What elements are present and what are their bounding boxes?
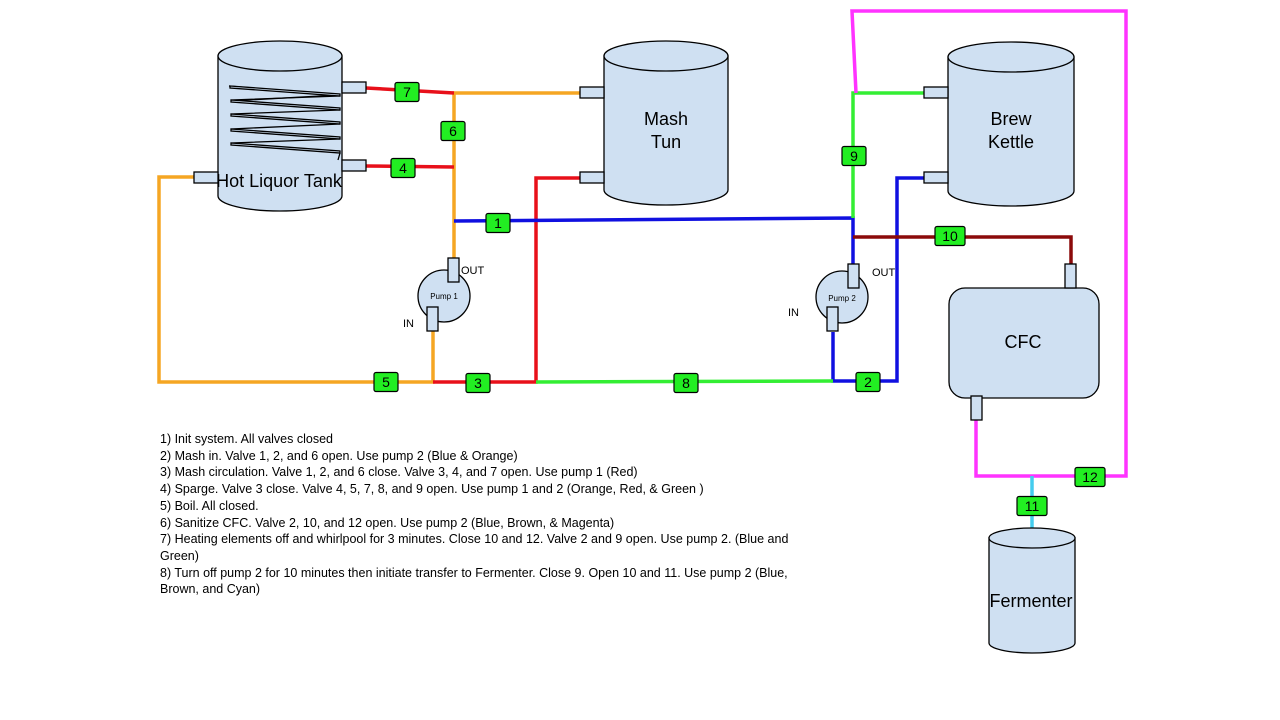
valve-2[interactable]: 2 — [855, 371, 881, 393]
pump2-in-label: IN — [788, 307, 799, 319]
fermenter — [988, 527, 1076, 654]
pipe-orange-hlt-loop — [157, 175, 435, 384]
fermenter-label: Fermenter — [989, 591, 1072, 611]
valve-body[interactable] — [394, 81, 420, 103]
instruction-list: 1) Init system. All valves closed 2) Mas… — [160, 431, 800, 598]
pump1-out-fitting — [447, 257, 460, 283]
cfc-fitting-top — [1064, 263, 1077, 289]
pump1-out-label: OUT — [461, 265, 485, 277]
brew-kettle-label-line2: Kettle — [988, 132, 1034, 152]
cfc-label: CFC — [1005, 332, 1042, 352]
valve-number: 2 — [864, 374, 872, 390]
valve-number: 1 — [494, 215, 502, 231]
pump1-label: Pump 1 — [430, 292, 458, 301]
valve-7[interactable]: 7 — [394, 81, 420, 103]
valve-body[interactable] — [673, 372, 699, 394]
counter-flow-chiller — [948, 263, 1100, 421]
valve-body[interactable] — [485, 212, 511, 234]
valve-number: 5 — [382, 374, 390, 390]
instruction-item: 8) Turn off pump 2 for 10 minutes then i… — [160, 565, 788, 597]
pipe-magenta-loop — [850, 9, 1128, 478]
hlt-fitting-side — [193, 171, 219, 184]
hlt-fitting-bottom — [341, 159, 367, 172]
valve-number: 12 — [1082, 469, 1098, 485]
pump2-in-fitting — [826, 306, 839, 332]
valve-body[interactable] — [465, 372, 491, 394]
instruction-item: 5) Boil. All closed. — [160, 498, 259, 513]
valve-8[interactable]: 8 — [673, 372, 699, 394]
instruction-item: 6) Sanitize CFC. Valve 2, 10, and 12 ope… — [160, 515, 615, 530]
valve-body[interactable] — [841, 145, 867, 167]
hlt-label: Hot Liquor Tank — [216, 171, 343, 191]
valve-number: 8 — [682, 375, 690, 391]
brew-kettle — [923, 41, 1075, 207]
instruction-item: 2) Mash in. Valve 1, 2, and 6 open. Use … — [160, 448, 518, 463]
heating-coil — [228, 85, 341, 161]
valve-6[interactable]: 6 — [440, 120, 466, 142]
instruction-item: 1) Init system. All valves closed — [160, 432, 333, 446]
mash-fitting-top — [579, 86, 605, 99]
valve-body[interactable] — [373, 371, 399, 393]
valve-3[interactable]: 3 — [465, 372, 491, 394]
mash-tun — [579, 40, 729, 206]
pump2-out-fitting — [847, 263, 860, 289]
pipe-blue-main — [453, 216, 855, 264]
valve-body[interactable] — [855, 371, 881, 393]
pump2-out-label: OUT — [872, 267, 896, 279]
valve-1[interactable]: 1 — [485, 212, 511, 234]
valve-4[interactable]: 4 — [390, 157, 416, 179]
pipe-green-kettle — [851, 91, 925, 218]
valve-number: 4 — [399, 160, 407, 176]
pump-1 — [417, 257, 471, 332]
pump1-in-fitting — [426, 306, 439, 332]
mash-tun-label-line2: Tun — [651, 132, 681, 152]
kettle-fitting-top — [923, 86, 949, 99]
valve-9[interactable]: 9 — [841, 145, 867, 167]
hot-liquor-tank — [193, 40, 367, 212]
pump-2 — [815, 263, 869, 332]
valve-body[interactable] — [440, 120, 466, 142]
valve-number: 7 — [403, 84, 411, 100]
kettle-fitting-bottom — [923, 171, 949, 184]
valve-body[interactable] — [1016, 495, 1048, 517]
valve-body[interactable] — [1074, 466, 1106, 488]
valve-body[interactable] — [934, 225, 966, 247]
valve-body[interactable] — [390, 157, 416, 179]
hlt-fitting-top — [341, 81, 367, 94]
valve-number: 3 — [474, 375, 482, 391]
pipe-blue-kettle — [831, 176, 925, 383]
valve-number: 6 — [449, 123, 457, 139]
brew-kettle-label-line1: Brew — [990, 109, 1032, 129]
valve-number: 10 — [942, 228, 958, 244]
pump2-label: Pump 2 — [828, 294, 856, 303]
pipe-brown-cfc — [853, 235, 1073, 266]
valve-5[interactable]: 5 — [373, 371, 399, 393]
valve-12[interactable]: 12 — [1074, 466, 1106, 488]
mash-tun-label-line1: Mash — [644, 109, 688, 129]
valve-11[interactable]: 11 — [1016, 495, 1048, 517]
instruction-item: 4) Sparge. Valve 3 close. Valve 4, 5, 7,… — [160, 482, 704, 497]
valve-number: 11 — [1025, 498, 1040, 514]
valve-10[interactable]: 10 — [934, 225, 966, 247]
instruction-item: 3) Mash circulation. Valve 1, 2, and 6 c… — [160, 465, 638, 480]
pump1-in-label: IN — [403, 318, 414, 330]
valve-number: 9 — [850, 148, 858, 164]
cfc-fitting-bottom — [970, 395, 983, 421]
mash-fitting-bottom — [579, 171, 605, 184]
instruction-item: 7) Heating elements off and whirlpool fo… — [160, 532, 789, 563]
